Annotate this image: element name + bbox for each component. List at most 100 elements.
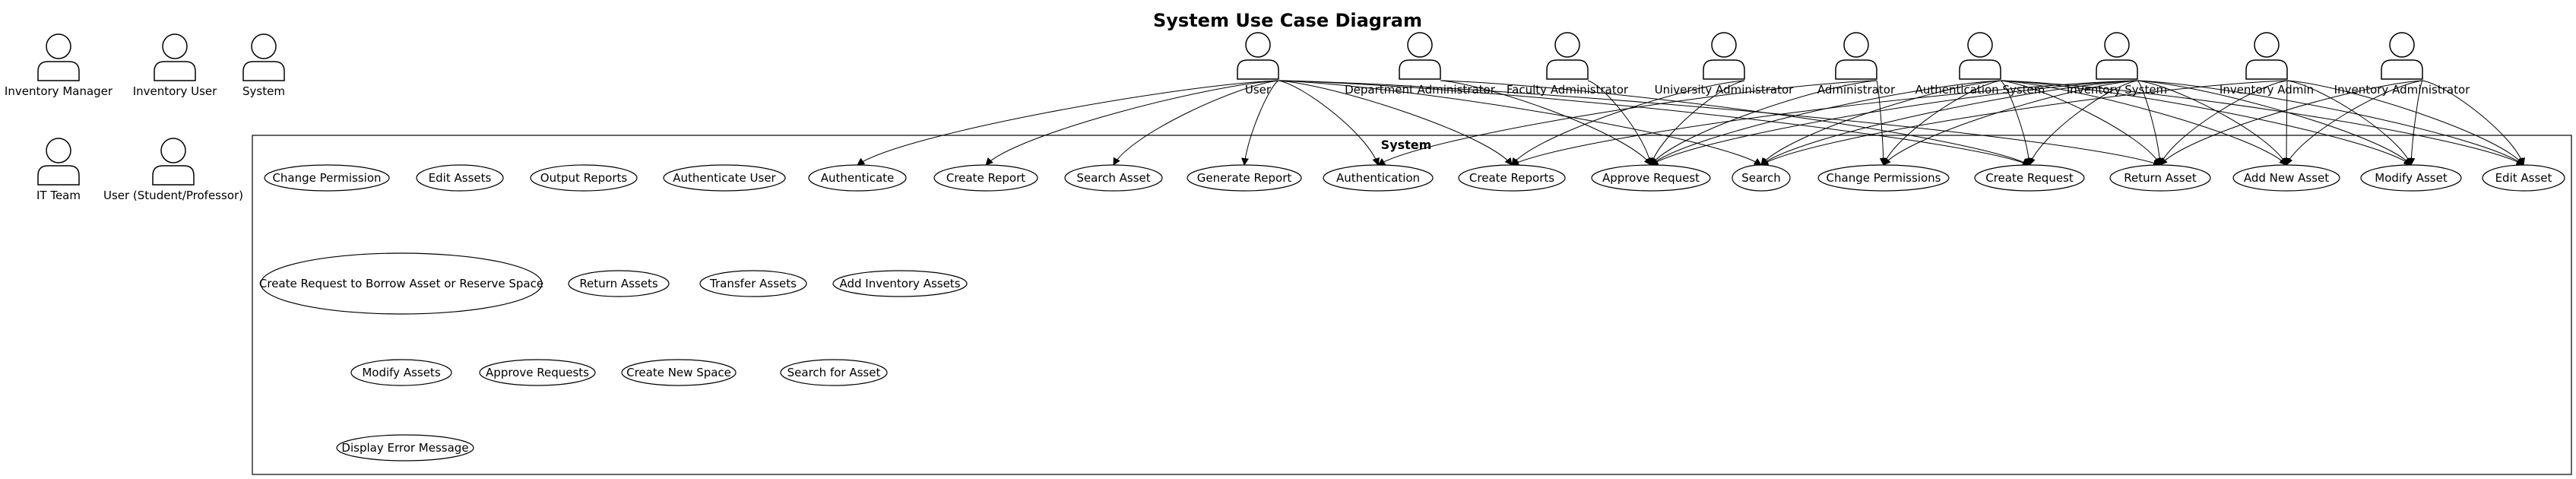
use-case-create-space[interactable]: Create New Space bbox=[621, 359, 737, 386]
use-case-search-for-asset[interactable]: Search for Asset bbox=[780, 359, 888, 386]
actor-person-icon bbox=[37, 33, 80, 81]
association-line bbox=[1587, 80, 1654, 166]
association-line bbox=[1511, 80, 2138, 166]
use-case-ellipse bbox=[780, 359, 888, 386]
use-case-transfer-assets[interactable]: Transfer Assets bbox=[699, 270, 807, 297]
association-line bbox=[1650, 80, 2138, 166]
use-case-ellipse bbox=[1323, 164, 1434, 192]
use-case-generate-report[interactable]: Generate Report bbox=[1187, 164, 1302, 192]
use-case-approve-request[interactable]: Approve Request bbox=[1591, 164, 1711, 192]
use-case-modify-assets[interactable]: Modify Assets bbox=[350, 359, 452, 386]
use-case-ellipse bbox=[621, 359, 737, 386]
use-case-ellipse bbox=[663, 164, 786, 192]
association-line bbox=[2000, 80, 2412, 166]
actor-system[interactable]: System bbox=[242, 33, 285, 98]
association-line bbox=[1760, 80, 2138, 166]
use-case-label: Edit Asset bbox=[2495, 171, 2552, 185]
use-case-label: Transfer Assets bbox=[709, 277, 797, 290]
actor-person-icon bbox=[37, 138, 80, 186]
association-line bbox=[1511, 80, 1745, 166]
association-line bbox=[2000, 80, 2287, 166]
actor-person-icon bbox=[1703, 32, 1745, 80]
use-case-create-request[interactable]: Create Request bbox=[1974, 164, 2085, 192]
actor-person-icon bbox=[1546, 32, 1589, 80]
use-case-authenticate[interactable]: Authenticate bbox=[808, 164, 907, 192]
association-line bbox=[1760, 80, 2288, 166]
association-line bbox=[1882, 80, 2001, 166]
actor-inv-admin-short[interactable]: Inventory Admin bbox=[2220, 32, 2314, 97]
use-case-label: Modify Asset bbox=[2375, 171, 2448, 185]
use-case-label: Authenticate bbox=[821, 171, 895, 185]
use-case-ellipse bbox=[336, 434, 474, 462]
use-case-ellipse bbox=[2109, 164, 2211, 192]
use-case-display-error[interactable]: Display Error Message bbox=[336, 434, 474, 462]
association-line bbox=[985, 80, 1279, 166]
actor-admin[interactable]: Administrator bbox=[1817, 32, 1896, 97]
actor-univ-admin[interactable]: University Administrator bbox=[1655, 32, 1795, 97]
use-case-change-permission[interactable]: Change Permission bbox=[264, 164, 390, 192]
actor-auth-sys[interactable]: Authentication System bbox=[1915, 32, 2045, 97]
association-line bbox=[1876, 80, 1887, 166]
actor-inv-sys[interactable]: Inventory System bbox=[2067, 32, 2167, 97]
actor-label: System bbox=[242, 84, 285, 98]
actor-label: Inventory Admin bbox=[2220, 83, 2314, 97]
actor-user[interactable]: User bbox=[1237, 32, 1279, 97]
association-line bbox=[1649, 80, 1745, 166]
use-case-label: Authentication bbox=[1336, 171, 1420, 185]
use-case-edit-asset[interactable]: Edit Asset bbox=[2482, 164, 2565, 192]
association-line bbox=[1278, 80, 1762, 166]
use-case-label: Return Assets bbox=[579, 277, 658, 290]
use-case-modify-asset[interactable]: Modify Asset bbox=[2360, 164, 2462, 192]
association-line bbox=[2159, 80, 2288, 166]
use-case-label: Create Reports bbox=[1469, 171, 1554, 185]
association-line bbox=[2137, 80, 2524, 166]
actor-inv-mgr[interactable]: Inventory Manager bbox=[5, 33, 113, 98]
use-case-ellipse bbox=[350, 359, 452, 386]
use-case-ellipse bbox=[416, 164, 504, 192]
actor-label: Inventory System bbox=[2067, 83, 2167, 97]
use-case-ellipse bbox=[933, 164, 1038, 192]
actor-person-icon bbox=[242, 33, 285, 81]
use-case-return-assets[interactable]: Return Assets bbox=[568, 270, 670, 297]
use-case-ellipse bbox=[1187, 164, 1302, 192]
association-line bbox=[2422, 80, 2525, 166]
use-case-edit-assets[interactable]: Edit Assets bbox=[416, 164, 504, 192]
use-case-search-asset[interactable]: Search Asset bbox=[1064, 164, 1163, 192]
use-case-change-permissions[interactable]: Change Permissions bbox=[1817, 164, 1950, 192]
association-line bbox=[1650, 80, 2001, 166]
actor-fac-admin[interactable]: Faculty Administrator bbox=[1507, 32, 1629, 97]
use-case-ellipse bbox=[1817, 164, 1950, 192]
use-case-approve-requests[interactable]: Approve Requests bbox=[479, 359, 596, 386]
association-line bbox=[1650, 80, 1877, 166]
diagram-title: System Use Case Diagram bbox=[1153, 10, 1422, 31]
use-case-label: Generate Report bbox=[1197, 171, 1292, 185]
use-case-add-new-asset[interactable]: Add New Asset bbox=[2232, 164, 2340, 192]
actor-label: Inventory Administrator bbox=[2334, 83, 2471, 97]
use-case-return-asset[interactable]: Return Asset bbox=[2109, 164, 2211, 192]
use-case-label: Search bbox=[1741, 171, 1781, 185]
use-case-output-reports[interactable]: Output Reports bbox=[530, 164, 638, 192]
use-case-add-inventory[interactable]: Add Inventory Assets bbox=[832, 270, 968, 297]
use-case-search[interactable]: Search bbox=[1732, 164, 1791, 192]
use-case-ellipse bbox=[1974, 164, 2085, 192]
use-case-label: Approve Request bbox=[1602, 171, 1700, 185]
use-case-ellipse bbox=[808, 164, 907, 192]
use-case-label: Return Asset bbox=[2124, 171, 2197, 185]
use-case-create-borrow[interactable]: Create Request to Borrow Asset or Reserv… bbox=[259, 252, 543, 315]
actor-dept-admin[interactable]: Department Administrator bbox=[1345, 32, 1496, 97]
use-case-ellipse bbox=[1458, 164, 1566, 192]
use-case-ellipse bbox=[568, 270, 670, 297]
actor-inv-user[interactable]: Inventory User bbox=[133, 33, 217, 98]
use-case-label: Modify Assets bbox=[362, 366, 440, 379]
use-case-create-reports[interactable]: Create Reports bbox=[1458, 164, 1566, 192]
use-case-authenticate-user[interactable]: Authenticate User bbox=[663, 164, 786, 192]
association-line bbox=[1278, 80, 1513, 166]
actor-inv-admin[interactable]: Inventory Administrator bbox=[2334, 32, 2471, 97]
actor-student[interactable]: User (Student/Professor) bbox=[103, 138, 243, 202]
use-case-authentication[interactable]: Authentication bbox=[1323, 164, 1434, 192]
actor-it-team[interactable]: IT Team bbox=[36, 138, 81, 202]
use-case-create-report[interactable]: Create Report bbox=[933, 164, 1038, 192]
use-case-label: Add Inventory Assets bbox=[839, 277, 960, 290]
